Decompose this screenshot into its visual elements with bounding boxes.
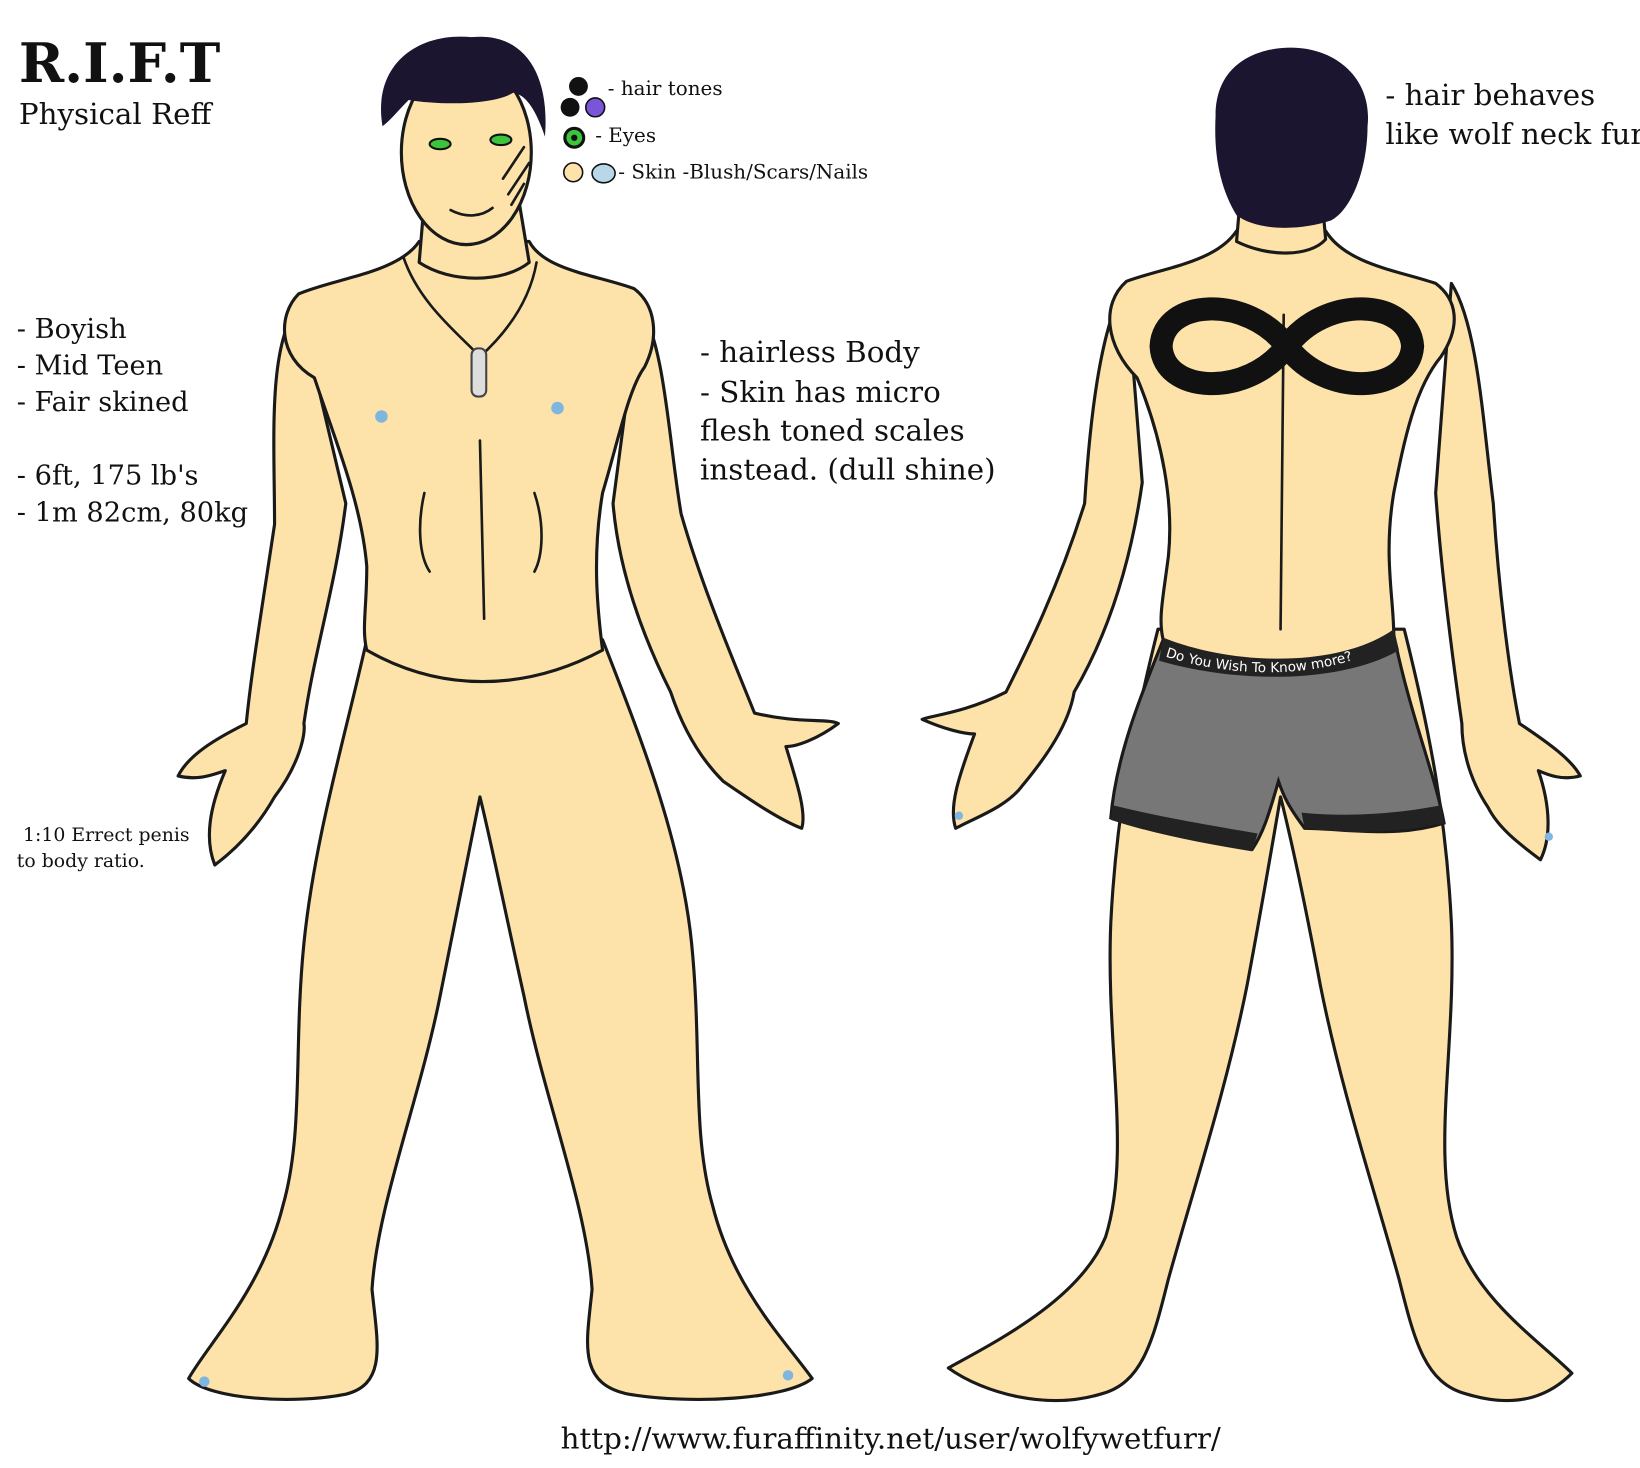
blush-swatch: [591, 163, 616, 184]
front-torso: [282, 239, 656, 684]
legend-skin: - Skin -Blush/Scars/Nails: [618, 161, 868, 184]
color-legend: - hair tones - Eyes - Skin -Blush/Scars/…: [560, 76, 868, 184]
sheet-title: R.I.F.T: [19, 31, 220, 95]
legend-eyes: - Eyes: [595, 124, 656, 147]
note-hairless: - hairless Body: [700, 335, 920, 369]
blush-right: [551, 401, 564, 415]
front-abs-line: [418, 439, 543, 621]
note-hair-1: - hair behaves: [1385, 78, 1595, 112]
front-left-arm: [176, 302, 348, 867]
footer-url[interactable]: http://www.furaffinity.net/user/wolfywet…: [561, 1422, 1221, 1456]
note-mid-teen: - Mid Teen: [17, 351, 163, 382]
toe-nails-right: [782, 1370, 794, 1381]
front-legs: [187, 638, 814, 1401]
eye-pupil: [571, 134, 578, 141]
infinity-tattoo: [1149, 297, 1425, 396]
hair-swatch-dark-2: [560, 97, 580, 117]
finger-nails-left: [954, 811, 964, 820]
note-hair-2: like wolf neck fur.: [1385, 117, 1640, 151]
hair-swatch-dark-1: [569, 76, 588, 96]
hair-swatch-purple: [585, 97, 606, 118]
front-right-arm: [611, 302, 840, 830]
front-view-figure: [176, 36, 840, 1401]
note-scales-2: flesh toned scales: [700, 414, 965, 448]
note-fair-skinned: - Fair skined: [17, 387, 189, 418]
note-height-weight-imperial: - 6ft, 175 lb's: [17, 461, 199, 492]
boxer-hem: [1110, 805, 1445, 852]
note-ratio-2: to body ratio.: [17, 850, 145, 872]
front-face-scar: [501, 145, 531, 207]
sheet-subtitle: Physical Reff: [19, 97, 214, 131]
note-scales-1: - Skin has micro: [700, 375, 941, 409]
dog-tag: [470, 347, 488, 398]
front-mouth: [449, 206, 494, 217]
finger-nails-right: [1544, 832, 1554, 841]
note-height-weight-metric: - 1m 82cm, 80kg: [17, 497, 248, 528]
back-hair: [1215, 47, 1369, 228]
front-hair: [381, 36, 546, 137]
blush-left: [375, 410, 388, 423]
front-eye-left: [428, 137, 452, 151]
note-scales-3: instead. (dull shine): [700, 452, 996, 486]
legend-hair: - hair tones: [608, 77, 723, 100]
back-view-figure: Do You Wish To Know more?: [920, 47, 1582, 1403]
note-ratio-1: 1:10 Errect penis: [23, 824, 190, 846]
skin-swatch: [562, 162, 584, 183]
back-right-arm: [1434, 281, 1582, 862]
toe-nails-left: [199, 1376, 210, 1387]
boxer-waistband: [1159, 629, 1399, 677]
front-eye-right: [489, 133, 513, 147]
note-boyish: - Boyish: [17, 314, 127, 345]
